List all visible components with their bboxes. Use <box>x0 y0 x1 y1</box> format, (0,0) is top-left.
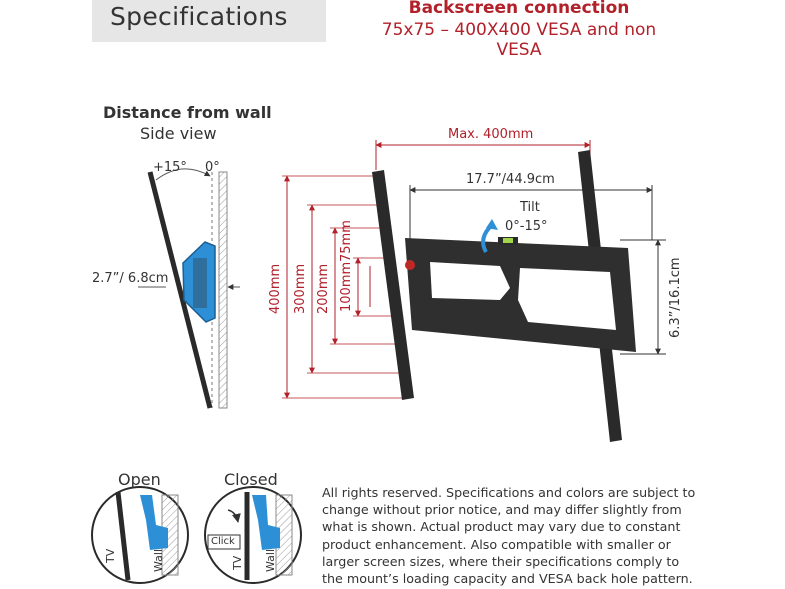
left-arm <box>372 170 414 400</box>
open-tv-label: TV <box>104 548 117 563</box>
tv-panel-side <box>147 171 213 409</box>
closed-wall-label: Wall <box>264 548 277 572</box>
page-title: Specifications <box>110 2 288 31</box>
vesa-300-label: 300mm <box>293 263 308 314</box>
disclaimer-text: All rights reserved. Specifications and … <box>322 485 696 587</box>
angle-zero-label: 0° <box>205 160 220 175</box>
click-label: Click <box>211 536 235 547</box>
side-distance-label: 2.7”/ 6.8cm <box>92 271 169 286</box>
lock-open <box>91 486 189 584</box>
side-view-title: Distance from wall <box>103 103 272 122</box>
max-width-label: Max. 400mm <box>448 127 534 142</box>
vesa-100-label: 100mm <box>339 261 354 312</box>
width-label: 17.7”/44.9cm <box>466 172 555 187</box>
side-bracket <box>182 241 216 323</box>
connection-title: Backscreen connection <box>408 0 630 18</box>
height-label: 6.3”/16.1cm <box>668 257 683 338</box>
closed-tv-label: TV <box>231 555 244 570</box>
tilt-range-label: 0°-15° <box>505 219 548 234</box>
angle-tilt-label: +15° <box>153 160 187 175</box>
side-view-subtitle: Side view <box>140 124 217 143</box>
wall-hatch <box>218 171 228 409</box>
connection-subtitle: 75x75 – 400X400 VESA and non VESA <box>381 20 657 60</box>
side-view <box>138 168 240 409</box>
lock-closed <box>204 486 302 584</box>
open-label: Open <box>118 470 161 489</box>
plate-cutout-1 <box>430 262 510 300</box>
open-wall-label: Wall <box>152 548 165 572</box>
vesa-400-label: 400mm <box>268 263 283 314</box>
front-view <box>282 140 666 442</box>
tilt-label: Tilt <box>520 200 540 215</box>
closed-label: Closed <box>224 470 278 489</box>
title-box: Specifications <box>92 0 326 42</box>
vesa-200-label: 200mm <box>316 263 331 314</box>
vesa-75-label: 75mm <box>339 220 354 262</box>
plate-cutout-2 <box>518 268 616 330</box>
